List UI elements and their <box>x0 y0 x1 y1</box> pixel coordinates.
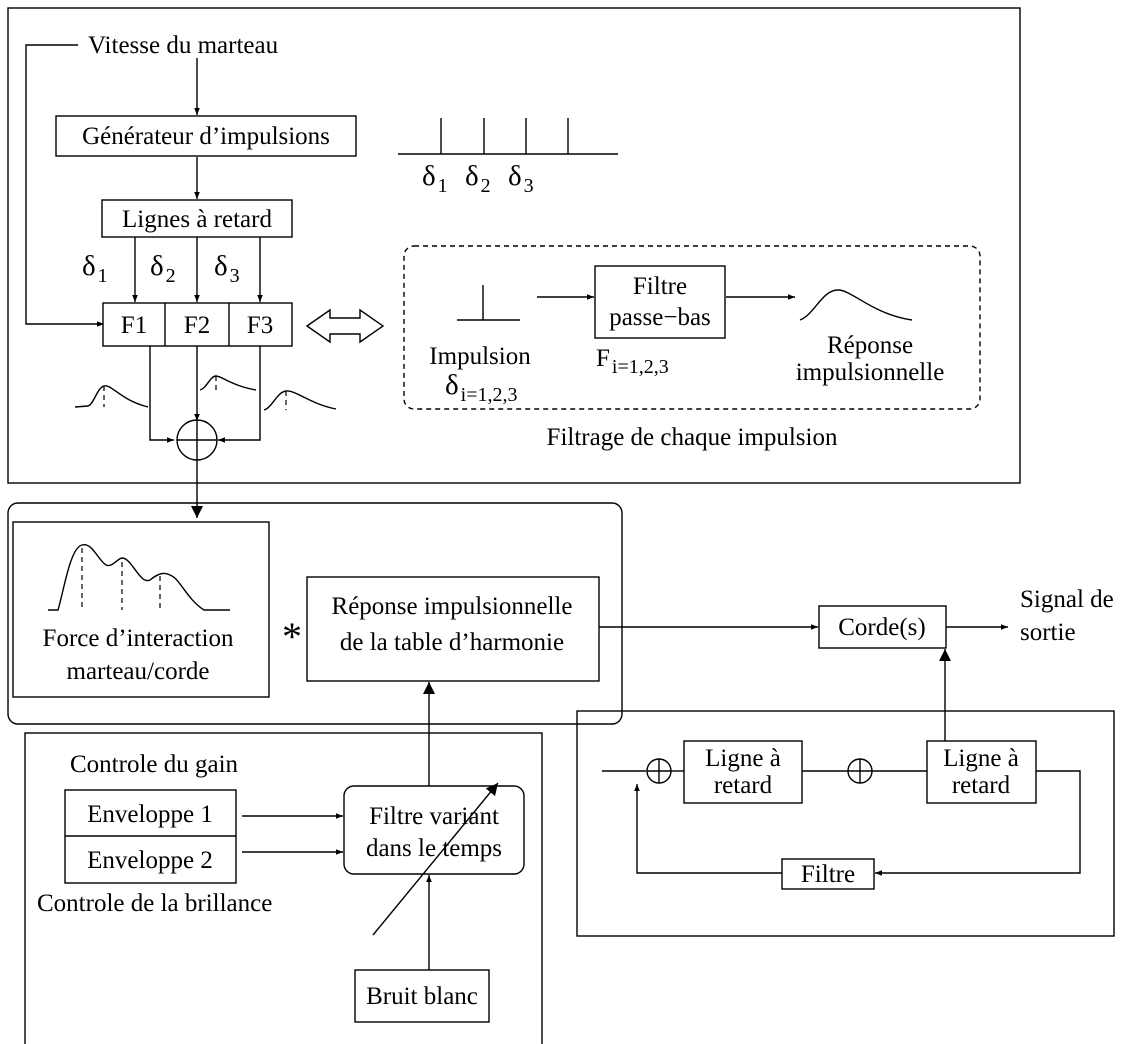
equivalence-arrow <box>305 308 385 344</box>
impulse-response-sketch <box>799 289 913 321</box>
string-delay-line-1: Ligne à retard <box>683 740 803 804</box>
pulse-generator-label: Générateur d’impulsions <box>82 123 330 150</box>
per-pulse-caption: Filtrage de chaque impulsion <box>547 424 838 451</box>
filter-f3-label: F3 <box>247 312 273 339</box>
string-feedback-to-filter <box>875 770 1081 876</box>
envelope-blocks: Enveloppe 1 Enveloppe 2 <box>64 789 237 884</box>
brightness-control-label: Controle de la brillance <box>37 890 272 917</box>
force-label-line1: Force d’interaction <box>43 625 234 652</box>
convolution-group: Force d’interaction marteau/corde * Répo… <box>7 502 623 725</box>
noise-section: Controle du gain Enveloppe 1 Enveloppe 2… <box>24 732 543 1044</box>
lowpass-label-line2: passe−bas <box>609 304 711 331</box>
convolution-operator: * <box>282 614 302 659</box>
string-loop-filter-block: Filtre <box>781 858 875 890</box>
f1-output-line <box>149 346 174 443</box>
white-noise-label: Bruit blanc <box>366 983 478 1010</box>
impulse-symbol <box>457 285 520 321</box>
filter-f2-label: F2 <box>184 312 210 339</box>
delay-lines-block: Lignes à retard <box>101 199 293 238</box>
tv-filter-label-line2: dans le temps <box>366 835 502 862</box>
tv-filter-label-line1: Filtre variant <box>369 803 499 830</box>
f1-response-sketch <box>74 385 149 408</box>
output-signal-line2: sortie <box>1020 619 1076 646</box>
f3-response-sketch <box>263 390 337 411</box>
response-label-line1: Réponse <box>827 332 913 359</box>
force-label-line2: marteau/corde <box>67 658 210 685</box>
variable-filter-arrow <box>372 782 499 936</box>
string-delay-1-line2: retard <box>714 772 773 799</box>
filter-f1-label: F1 <box>121 312 147 339</box>
string-sum-junction-2 <box>847 758 873 784</box>
string-model-section: Ligne à retard Ligne à retard Filtre <box>576 710 1115 937</box>
lowpass-filter-block: Filtre passe−bas <box>594 265 726 339</box>
pulse-generator-block: Générateur d’impulsions <box>55 115 357 157</box>
envelope-1-label: Enveloppe 1 <box>87 801 213 828</box>
string-delay-2-line1: Ligne à <box>943 745 1019 772</box>
strings-label: Corde(s) <box>838 614 925 641</box>
string-delay-line-2: Ligne à retard <box>926 740 1037 804</box>
soundboard-label-line1: Réponse impulsionnelle <box>332 593 573 620</box>
string-delay-1-line1: Ligne à <box>705 745 781 772</box>
strings-block: Corde(s) <box>818 605 947 649</box>
lowpass-label-line1: Filtre <box>633 273 687 300</box>
string-delay-2-line2: retard <box>952 772 1011 799</box>
f2-response-sketch <box>199 375 257 391</box>
soundboard-label-line2: de la table d’harmonie <box>340 629 564 656</box>
impulse-label: Impulsion <box>429 343 531 370</box>
summing-junction <box>176 419 218 461</box>
string-filter-to-sum <box>634 784 782 874</box>
force-curve <box>48 544 230 611</box>
soundboard-response-block: Réponse impulsionnelle de la table d’har… <box>306 576 600 682</box>
hammer-velocity-label: Vitesse du marteau <box>88 32 279 59</box>
gain-control-label: Controle du gain <box>70 751 239 778</box>
output-signal-line1: Signal de <box>1020 586 1114 613</box>
string-sum-junction-1 <box>646 758 672 784</box>
filter-bank: F1 F2 F3 <box>102 302 293 347</box>
response-label-line2: impulsionnelle <box>796 359 945 386</box>
force-block: Force d’interaction marteau/corde <box>12 521 270 698</box>
hammer-section: Vitesse du marteau Générateur d’impulsio… <box>7 7 1021 484</box>
impulse-train <box>398 118 618 155</box>
envelope-2-label: Enveloppe 2 <box>87 847 213 874</box>
string-loop-filter-label: Filtre <box>801 861 855 888</box>
white-noise-block: Bruit blanc <box>354 969 490 1023</box>
velocity-to-filters-line <box>25 44 104 327</box>
f3-output-line <box>218 346 261 443</box>
delay-lines-label: Lignes à retard <box>122 206 272 233</box>
